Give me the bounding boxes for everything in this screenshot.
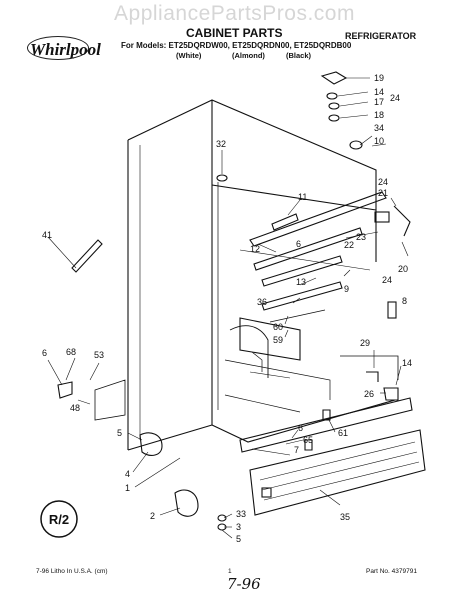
badge-text: R/2 <box>49 512 69 527</box>
cabinet-body <box>127 99 396 451</box>
callout-3: 3 <box>236 522 241 532</box>
callout-41: 41 <box>42 230 52 240</box>
callout-53: 53 <box>94 350 104 360</box>
leader-lines <box>47 77 409 539</box>
callout-14b: 14 <box>402 358 412 368</box>
brand-name: Whirlpool <box>30 40 101 59</box>
callout-6c: 6 <box>298 423 303 433</box>
callout-12: 12 <box>250 244 260 254</box>
callout-22: 22 <box>344 240 354 250</box>
callout-24c: 24 <box>382 275 392 285</box>
callout-33: 33 <box>236 509 246 519</box>
callout-32: 32 <box>216 139 226 149</box>
callout-2: 2 <box>150 511 155 521</box>
callout-6b: 6 <box>42 348 47 358</box>
callout-29: 29 <box>360 338 370 348</box>
diagram-title: CABINET PARTS <box>186 26 283 40</box>
footer-part-no: Part No. 4379791 <box>366 568 417 575</box>
callout-35: 35 <box>340 512 350 522</box>
watermark: AppliancePartsPros.com <box>114 2 355 25</box>
footer-page: 1 <box>228 568 232 575</box>
callout-13: 13 <box>296 277 306 287</box>
upper-rail-parts <box>249 191 411 323</box>
callout-18: 18 <box>374 110 384 120</box>
callout-19: 19 <box>374 73 384 83</box>
callout-11: 11 <box>298 192 307 202</box>
callout-24b: 24 <box>378 177 388 187</box>
callout-10: 10 <box>374 136 384 146</box>
callout-7: 7 <box>294 445 299 455</box>
callout-34: 34 <box>374 123 384 133</box>
callout-9: 9 <box>344 284 349 294</box>
callout-20: 20 <box>398 264 408 274</box>
models-line: For Models: ET25DQRDW00, ET25DQRDN00, ET… <box>121 41 352 50</box>
callout-59: 59 <box>273 335 283 345</box>
color-almond: (Almond) <box>232 51 265 60</box>
callout-labels: 19 14 17 18 24 34 10 32 11 41 12 6 22 21… <box>42 73 412 544</box>
color-black: (Black) <box>286 51 312 60</box>
callout-68: 68 <box>66 347 76 357</box>
callout-61: 61 <box>338 428 348 438</box>
callout-24a: 24 <box>390 93 400 103</box>
callout-23: 23 <box>356 232 366 242</box>
callout-5b: 5 <box>236 534 241 544</box>
top-hinge-parts <box>216 71 363 182</box>
callout-65: 65 <box>303 435 313 445</box>
revision-badge: R/2 <box>40 500 78 538</box>
bottom-parts <box>139 397 426 531</box>
side-parts <box>57 239 399 421</box>
callout-48: 48 <box>70 403 80 413</box>
handwritten-note: 7-96 <box>227 575 261 593</box>
callout-8: 8 <box>402 296 407 306</box>
callout-14: 14 <box>374 87 384 97</box>
footer-litho: 7-96 Litho In U.S.A. (cm) <box>36 568 108 575</box>
callout-21: 21 <box>378 188 388 198</box>
callout-4: 4 <box>125 469 130 479</box>
callout-1: 1 <box>125 483 130 493</box>
category-label: REFRIGERATOR <box>345 31 417 41</box>
callout-17: 17 <box>374 97 384 107</box>
callout-26: 26 <box>364 389 374 399</box>
callout-60: 60 <box>273 322 283 332</box>
callout-36: 36 <box>257 297 267 307</box>
callout-5a: 5 <box>117 428 122 438</box>
brand-logo <box>27 36 89 60</box>
callout-6a: 6 <box>296 239 301 249</box>
color-white: (White) <box>176 51 202 60</box>
